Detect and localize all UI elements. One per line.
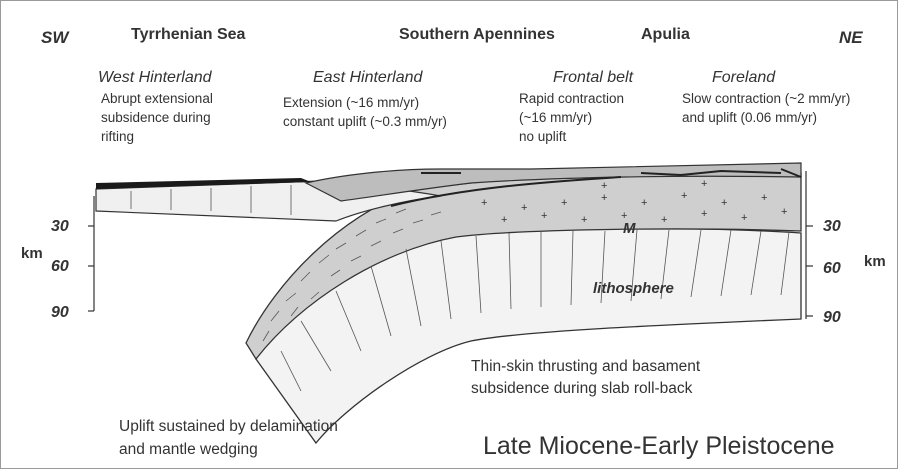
- frontal-desc-1: Rapid contraction: [519, 91, 624, 106]
- svg-text:+: +: [701, 178, 707, 190]
- foreland-desc-1: Slow contraction (~2 mm/yr): [682, 91, 850, 106]
- west-desc-1: Abrupt extensional: [101, 91, 213, 106]
- svg-text:+: +: [661, 214, 667, 226]
- svg-text:+: +: [781, 206, 787, 218]
- uplift-note-2: and mantle wedging: [119, 441, 258, 458]
- thrusting-note-1: Thin-skin thrusting and basament: [471, 358, 701, 375]
- domain-east-hinterland: East Hinterland: [313, 69, 423, 86]
- svg-text:+: +: [521, 202, 527, 214]
- svg-text:+: +: [641, 197, 647, 209]
- domain-frontal-belt: Frontal belt: [553, 69, 634, 86]
- frontal-desc-3: no uplift: [519, 129, 567, 144]
- svg-text:+: +: [581, 214, 587, 226]
- svg-text:+: +: [761, 192, 767, 204]
- east-desc-1: Extension (~16 mm/yr): [283, 95, 419, 110]
- svg-text:+: +: [501, 214, 507, 226]
- lithosphere-label: lithosphere: [593, 280, 674, 297]
- direction-left: SW: [41, 28, 70, 47]
- figure-title: Late Miocene-Early Pleistocene: [483, 432, 835, 460]
- domain-west-hinterland: West Hinterland: [98, 69, 213, 86]
- uplift-note-1: Uplift sustained by delamination: [119, 418, 338, 435]
- svg-text:+: +: [741, 212, 747, 224]
- left-tick-90: 90: [51, 304, 69, 321]
- east-desc-2: constant uplift (~0.3 mm/yr): [283, 114, 447, 129]
- right-tick-90: 90: [823, 309, 841, 326]
- frontal-desc-2: (~16 mm/yr): [519, 110, 592, 125]
- svg-text:+: +: [681, 190, 687, 202]
- svg-text:+: +: [701, 208, 707, 220]
- region-apennines: Southern Apennines: [399, 26, 555, 43]
- region-tyrrhenian: Tyrrhenian Sea: [131, 26, 246, 43]
- right-tick-60: 60: [823, 260, 841, 277]
- moho-label: M: [623, 220, 636, 237]
- thrusting-note-2: subsidence during slab roll-back: [471, 380, 693, 397]
- left-tick-60: 60: [51, 258, 69, 275]
- left-tick-30: 30: [51, 218, 69, 235]
- right-tick-30: 30: [823, 218, 841, 235]
- foreland-desc-2: and uplift (0.06 mm/yr): [682, 110, 817, 125]
- svg-text:+: +: [541, 210, 547, 222]
- direction-right: NE: [839, 28, 863, 47]
- right-depth-axis: [806, 171, 813, 319]
- left-unit: km: [21, 245, 43, 262]
- domain-foreland: Foreland: [712, 69, 776, 86]
- west-desc-3: rifting: [101, 129, 134, 144]
- svg-text:+: +: [601, 180, 607, 192]
- left-depth-axis: [88, 196, 94, 311]
- svg-text:+: +: [561, 197, 567, 209]
- svg-text:+: +: [721, 197, 727, 209]
- region-apulia: Apulia: [641, 26, 690, 43]
- west-desc-2: subsidence during: [101, 110, 211, 125]
- right-unit: km: [864, 253, 886, 270]
- svg-text:+: +: [481, 197, 487, 209]
- svg-text:+: +: [601, 192, 607, 204]
